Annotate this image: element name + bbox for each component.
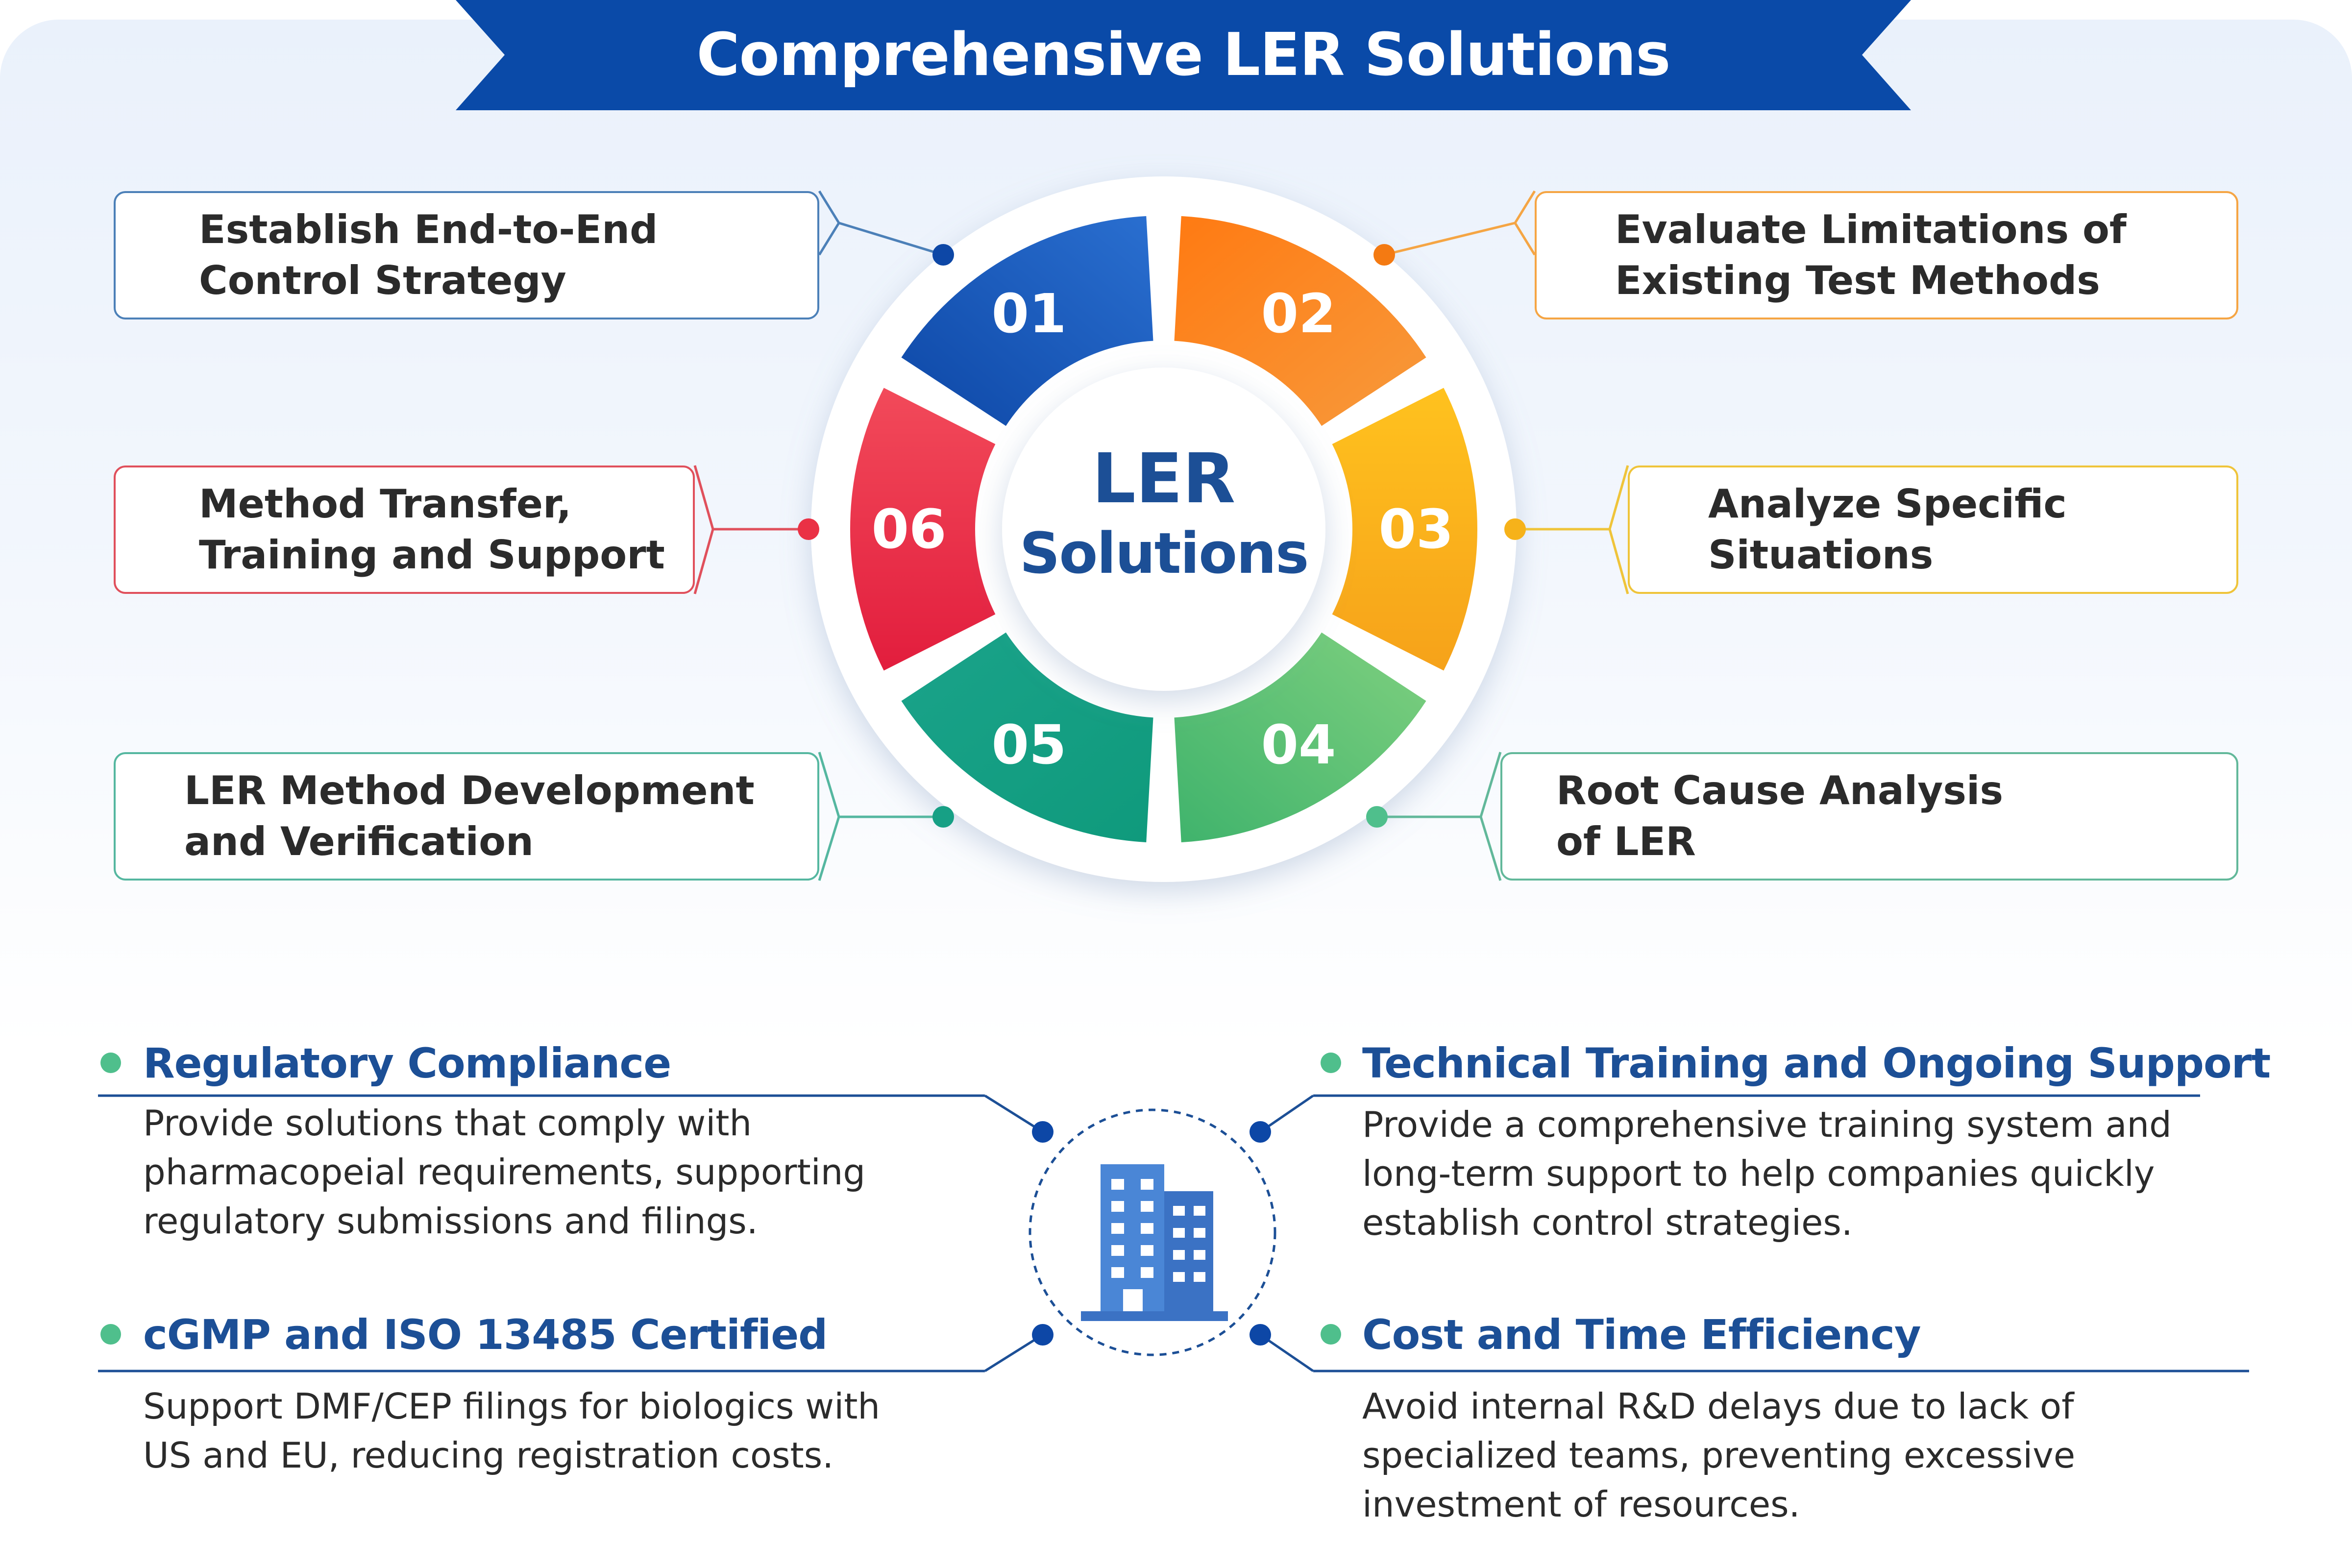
feature-dot-training	[1250, 1121, 1271, 1143]
step-label-06: Method Transfer, Training and Support	[199, 481, 665, 578]
connector-dot-02	[1373, 244, 1395, 266]
feature-desc-cost: Avoid internal R&D delays due to lack of…	[1362, 1386, 2076, 1525]
segment-number-03: 03	[1378, 498, 1454, 561]
wheel-segment-03	[1332, 388, 1477, 671]
feature-title-training: Technical Training and Ongoing Support	[1362, 1039, 2271, 1087]
wheel-segment-04	[1174, 632, 1426, 843]
feature-dot-cgmp	[1032, 1324, 1054, 1346]
connector-line-02	[1384, 190, 1536, 256]
step-label-01: Establish End-to-End Control Strategy	[199, 207, 658, 303]
center-label: LER Solutions	[1004, 441, 1323, 627]
step-box-06: Method Transfer, Training and Support	[114, 466, 695, 594]
feature-desc-cgmp: Support DMF/CEP filings for biologics wi…	[143, 1386, 881, 1476]
connector-lines	[693, 190, 1629, 881]
feature-title-regulatory: Regulatory Compliance	[143, 1039, 671, 1087]
connector-line-06	[693, 465, 808, 594]
segment-number-04: 04	[1261, 713, 1336, 776]
connector-dot-04	[1366, 806, 1388, 828]
feature-desc-training: Provide a comprehensive training system …	[1362, 1104, 2172, 1243]
step-box-02: Evaluate Limitations of Existing Test Me…	[1535, 191, 2238, 319]
segment-number-01: 01	[991, 282, 1067, 345]
feature-dot-regulatory	[1032, 1121, 1054, 1143]
step-label-05: LER Method Development and Verification	[184, 768, 755, 864]
wheel-segment-02	[1174, 216, 1426, 426]
center-label-line2: Solutions	[1019, 521, 1309, 587]
feature-title-cost: Cost and Time Efficiency	[1362, 1311, 1921, 1359]
step-box-05: LER Method Development and Verification	[114, 752, 819, 881]
step-box-01: Establish End-to-End Control Strategy	[114, 191, 819, 319]
connector-dot-01	[932, 244, 954, 266]
step-label-04: Root Cause Analysis of LER	[1556, 768, 2004, 864]
step-label-03: Analyze Specific Situations	[1708, 481, 2067, 578]
feature-connector-cgmp	[984, 1333, 1044, 1372]
wheel-segment-01	[901, 216, 1153, 426]
connector-dot-05	[932, 806, 954, 828]
page-title: Comprehensive LER Solutions	[696, 21, 1670, 89]
wheel-center-disk	[1002, 368, 1325, 691]
building-icon	[1081, 1164, 1228, 1321]
connector-line-04	[1377, 752, 1502, 881]
feature-bullet-cgmp	[100, 1324, 121, 1345]
feature-dot-cost	[1250, 1324, 1271, 1346]
feature-bullet-training	[1321, 1053, 1341, 1073]
feature-desc-regulatory: Provide solutions that comply with pharm…	[143, 1102, 866, 1242]
step-box-04: Root Cause Analysis of LER	[1500, 752, 2238, 881]
step-box-03: Analyze Specific Situations	[1628, 466, 2238, 594]
wheel-segment-06	[850, 388, 996, 671]
connector-line-05	[818, 752, 943, 881]
step-label-02: Evaluate Limitations of Existing Test Me…	[1615, 207, 2127, 303]
wheel-segment-05	[901, 632, 1153, 843]
feature-bullet-regulatory	[100, 1053, 121, 1073]
feature-title-cgmp: cGMP and ISO 13485 Certified	[143, 1311, 828, 1359]
connector-line-01	[818, 190, 944, 256]
segment-number-02: 02	[1261, 282, 1336, 345]
title-ribbon	[456, 0, 1911, 110]
center-label-line1: LER	[1092, 439, 1236, 519]
feature-bullet-cost	[1321, 1324, 1341, 1345]
segment-number-06: 06	[871, 498, 947, 561]
connector-dot-06	[798, 518, 819, 540]
feature-connector-regulatory	[984, 1094, 1044, 1133]
segment-number-05: 05	[991, 713, 1067, 776]
connector-dot-03	[1504, 518, 1526, 540]
connector-line-03	[1515, 465, 1629, 594]
wheel-segments	[850, 216, 1477, 843]
